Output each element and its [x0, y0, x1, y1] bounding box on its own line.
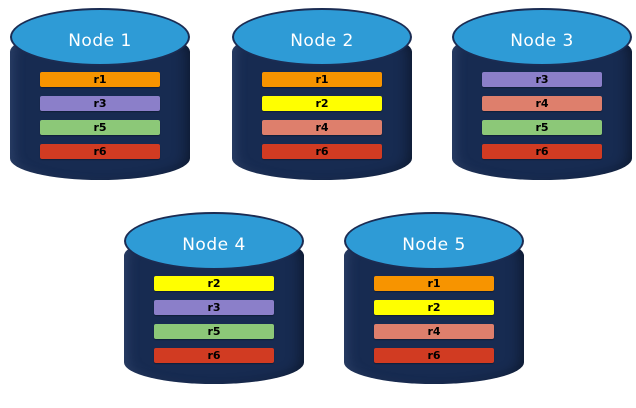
record-block-r6[interactable]: r6 — [374, 348, 494, 363]
record-block-r4[interactable]: r4 — [262, 120, 382, 135]
record-block-r6[interactable]: r6 — [40, 144, 160, 159]
record-block-r2[interactable]: r2 — [154, 276, 274, 291]
cylinder-top-disc — [452, 8, 632, 66]
record-block-r3[interactable]: r3 — [482, 72, 602, 87]
record-block-r4[interactable]: r4 — [482, 96, 602, 111]
record-block-r4[interactable]: r4 — [374, 324, 494, 339]
record-block-r3[interactable]: r3 — [154, 300, 274, 315]
record-block-r5[interactable]: r5 — [154, 324, 274, 339]
record-block-r5[interactable]: r5 — [482, 120, 602, 135]
record-block-r5[interactable]: r5 — [40, 120, 160, 135]
record-list: r2 r3 r5 r6 — [154, 276, 274, 363]
record-block-r2[interactable]: r2 — [262, 96, 382, 111]
record-list: r1 r2 r4 r6 — [262, 72, 382, 159]
record-block-r6[interactable]: r6 — [262, 144, 382, 159]
record-list: r1 r2 r4 r6 — [374, 276, 494, 363]
cylinder-top-disc — [344, 212, 524, 270]
record-block-r6[interactable]: r6 — [154, 348, 274, 363]
record-block-r1[interactable]: r1 — [262, 72, 382, 87]
record-list: r3 r4 r5 r6 — [482, 72, 602, 159]
cylinder-top-disc — [10, 8, 190, 66]
record-block-r1[interactable]: r1 — [374, 276, 494, 291]
cylinder-top-disc — [124, 212, 304, 270]
record-block-r1[interactable]: r1 — [40, 72, 160, 87]
cylinder-top-disc — [232, 8, 412, 66]
record-block-r6[interactable]: r6 — [482, 144, 602, 159]
record-list: r1 r3 r5 r6 — [40, 72, 160, 159]
record-block-r3[interactable]: r3 — [40, 96, 160, 111]
record-block-r2[interactable]: r2 — [374, 300, 494, 315]
